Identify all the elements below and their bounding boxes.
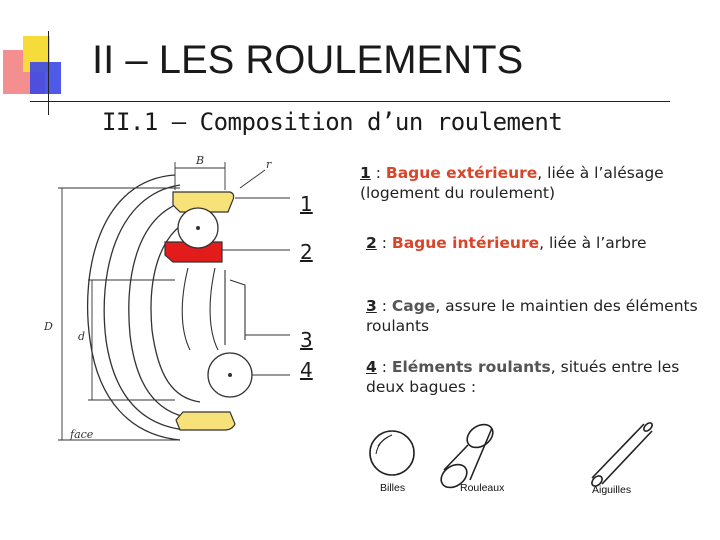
description-inner-ring: 2 : Bague intérieure, liée à l’arbre xyxy=(366,234,647,252)
needle-sketch xyxy=(591,422,653,487)
label-d: d xyxy=(78,330,85,343)
bearing-cross-section-drawing: B r D d face xyxy=(43,154,290,441)
description-cage: 3 : Cage, assure le maintien des élément… xyxy=(366,297,698,335)
rolling-elements-illustration xyxy=(369,422,653,489)
number-3: 3 xyxy=(300,328,313,352)
outer-ring-bottom xyxy=(175,411,236,431)
label-aiguilles: Aiguilles xyxy=(592,484,632,496)
label-r: r xyxy=(266,158,272,171)
description-outer-ring: 1 : Bague extérieure, liée à l’alésage (… xyxy=(360,164,664,202)
title-underline xyxy=(30,101,670,102)
number-2: 2 xyxy=(300,240,313,264)
section-subtitle: II.1 – Composition d’un roulement xyxy=(102,108,563,136)
description-rolling-elements: 4 : Eléments roulants, situés entre les … xyxy=(366,358,680,396)
label-rouleaux: Rouleaux xyxy=(460,482,505,494)
number-1: 1 xyxy=(300,192,313,216)
page-title: II – LES ROULEMENTS xyxy=(92,38,524,82)
label-B: B xyxy=(195,154,204,167)
label-face: face xyxy=(69,428,94,441)
label-D: D xyxy=(43,320,53,333)
number-4: 4 xyxy=(300,358,313,382)
ball-sketch xyxy=(369,430,415,476)
label-billes: Billes xyxy=(380,482,406,494)
decor-vertical-line xyxy=(48,31,49,115)
decor-blue-square xyxy=(30,62,61,94)
roller-sketch xyxy=(440,423,494,489)
